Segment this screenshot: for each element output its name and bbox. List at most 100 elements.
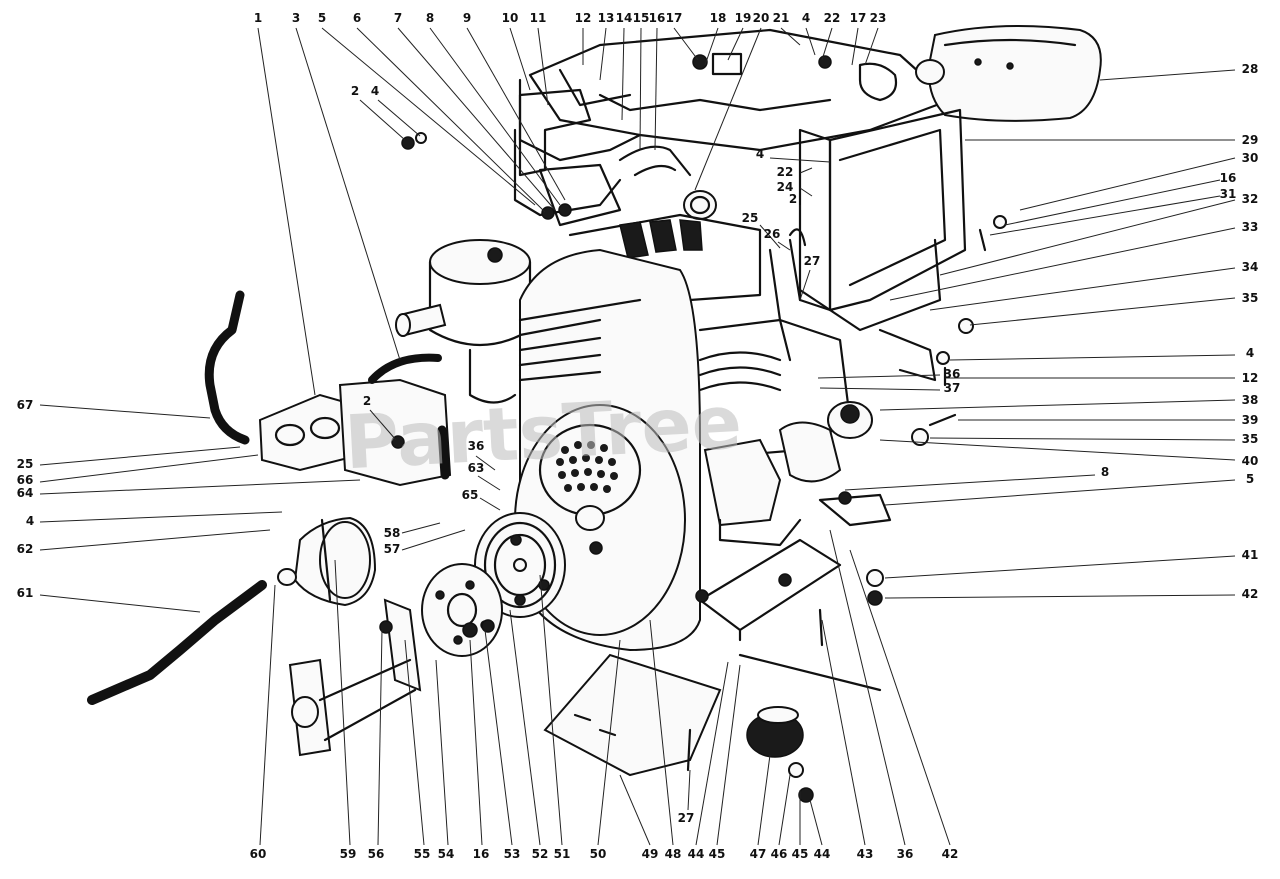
leader-line [401,529,466,551]
callout-4: 4 [802,11,810,25]
callout-46: 46 [771,847,788,861]
callout-66: 66 [17,473,34,487]
callout-62: 62 [17,542,34,556]
leader-line [694,27,762,191]
callout-63: 63 [468,461,485,475]
leader-line [257,27,316,396]
callout-33: 33 [1242,220,1259,234]
leader-line [727,27,744,61]
leader-line [939,199,1236,276]
leader-line [864,27,879,66]
muffler [915,25,1102,122]
callout-65: 65 [462,488,479,502]
callout-4: 4 [371,84,379,98]
leader-line [649,619,674,846]
callout-5: 5 [318,11,326,25]
callout-44: 44 [814,847,831,861]
leader-line [849,549,951,846]
leader-line [929,267,1236,311]
leader-line [477,475,501,491]
leader-line [404,639,425,846]
callout-35: 35 [1242,291,1259,305]
callout-49: 49 [642,847,659,861]
callout-3: 3 [292,11,300,25]
callout-11: 11 [530,11,547,25]
leader-line [369,409,397,441]
leader-line [295,27,401,361]
callout-36: 36 [897,847,914,861]
engine-illustration [87,25,1102,803]
leader-line [759,224,781,249]
leader-line [429,27,561,206]
callout-55: 55 [414,847,431,861]
watermark: PartsTree [343,380,744,487]
callout-14: 14 [616,11,633,25]
leader-line [39,511,283,523]
leader-line [509,609,541,846]
callout-30: 30 [1242,151,1259,165]
leader-line [769,157,831,163]
leader-line [539,574,563,846]
leader-line [884,594,1236,599]
pulley-hub [421,563,503,657]
callout-25: 25 [742,211,759,225]
heat-shield [828,108,967,312]
leader-line [704,27,719,66]
callout-57: 57 [384,542,401,556]
callout-10: 10 [502,11,519,25]
callout-17: 17 [850,11,867,25]
callout-15: 15 [633,11,650,25]
callout-5: 5 [1246,472,1254,486]
leader-line [39,594,201,613]
callout-26: 26 [764,227,781,241]
callout-42: 42 [1242,587,1259,601]
leader-line [377,629,383,846]
callout-20: 20 [753,11,770,25]
callout-40: 40 [1242,454,1259,468]
callout-42: 42 [942,847,959,861]
callout-8: 8 [426,11,434,25]
callout-27: 27 [678,811,695,825]
leader-line [435,659,449,846]
leader-line [537,27,549,106]
callout-45: 45 [792,847,809,861]
leader-line [259,584,276,846]
callout-23: 23 [870,11,887,25]
leader-line [844,474,1096,491]
leader-line [469,639,483,846]
leader-line [821,619,866,846]
leader-line [851,27,859,66]
leader-line [989,195,1221,236]
leader-line [639,27,642,151]
callout-47: 47 [750,847,767,861]
leader-line [39,529,271,551]
leader-line [39,446,241,466]
callout-36: 36 [468,439,485,453]
callout-22: 22 [777,165,794,179]
leader-line [321,27,536,206]
leader-line [879,439,1236,461]
leader-line [799,187,813,197]
leader-line [597,639,621,846]
callout-31: 31 [1220,187,1237,201]
callout-37: 37 [944,381,961,395]
leader-line [475,455,496,471]
leader-line [654,27,658,151]
callout-52: 52 [532,847,549,861]
callout-19: 19 [735,11,752,25]
leader-line [1019,157,1236,211]
callout-48: 48 [665,847,682,861]
callout-17: 17 [666,11,683,25]
callout-32: 32 [1242,192,1259,206]
callout-6: 6 [353,11,361,25]
leader-line [599,27,607,81]
callout-4: 4 [756,147,764,161]
callout-60: 60 [250,847,267,861]
leader-line [687,769,691,811]
callout-64: 64 [17,486,34,500]
callout-43: 43 [857,847,874,861]
callout-4: 4 [26,514,34,528]
callout-25: 25 [17,457,34,471]
callout-16: 16 [473,847,490,861]
callout-24: 24 [777,180,794,194]
